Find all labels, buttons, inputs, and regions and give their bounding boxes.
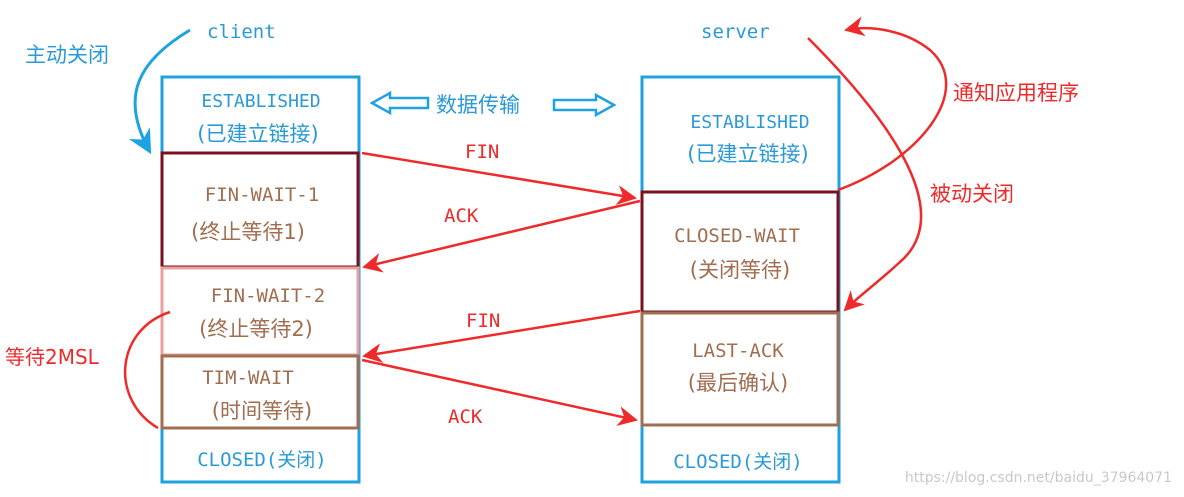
server-state-closed-wait-name: CLOSED-WAIT (674, 225, 800, 247)
client-state-fin-wait-2-desc: (终止等待2) (199, 317, 313, 341)
server-state-last-ack-desc: (最后确认) (688, 371, 788, 395)
server-state-established-desc: (已建立链接) (687, 142, 808, 166)
wait-2msl-bracket (124, 310, 171, 430)
client-state-fin-wait-1-name: FIN-WAIT-1 (205, 184, 319, 206)
fin-arrow-1 (361, 151, 637, 205)
client-state-established-name: ESTABLISHED (201, 91, 320, 112)
server-state-closed-wait-desc: (关闭等待) (690, 258, 790, 282)
data-transfer-arrows (369, 90, 617, 118)
client-fin-wait-1-box (160, 151, 360, 269)
server-state-last-ack-name: LAST-ACK (692, 340, 784, 362)
passive-close-label: 被动关闭 (930, 182, 1014, 206)
client-state-established-desc: (已建立链接) (197, 122, 318, 146)
server-last-ack-box (640, 311, 840, 427)
client-tim-wait-box (160, 354, 360, 430)
fin-arrow-2 (362, 309, 641, 363)
client-state-tim-wait-desc: (时间等待) (212, 399, 312, 423)
message-label-fin-1: FIN (465, 141, 499, 163)
client-state-closed: CLOSED(关闭) (197, 449, 327, 471)
right-hollow-arrow-icon (552, 92, 617, 118)
passive-close-arrow (807, 37, 923, 312)
watermark-text: https://blog.csdn.net/baidu_37964071 (905, 470, 1172, 486)
wait-2msl-label: 等待2MSL (5, 345, 100, 369)
active-close-label: 主动关闭 (25, 43, 109, 67)
client-state-fin-wait-2-name: FIN-WAIT-2 (211, 285, 325, 307)
message-label-ack-2: ACK (448, 406, 483, 428)
server-closed-wait-box (640, 190, 840, 314)
notify-app-arrow (837, 16, 948, 192)
server-state-established-name: ESTABLISHED (690, 112, 809, 133)
client-fin-wait-2-box (160, 266, 360, 357)
ack-arrow-2 (361, 358, 638, 426)
data-transfer-label: 数据传输 (436, 93, 520, 117)
message-label-ack-1: ACK (444, 205, 479, 227)
client-state-tim-wait-name: TIM-WAIT (202, 367, 294, 389)
left-hollow-arrow-icon (369, 90, 430, 116)
server-label: server (701, 21, 770, 43)
message-label-fin-2: FIN (466, 310, 500, 332)
active-close-arrow (128, 28, 191, 155)
client-label: client (207, 21, 276, 43)
notify-app-label: 通知应用程序 (953, 81, 1079, 105)
client-state-fin-wait-1-desc: (终止等待1) (191, 220, 305, 244)
server-state-closed: CLOSED(关闭) (673, 451, 803, 473)
ack-arrow-1 (362, 199, 641, 273)
